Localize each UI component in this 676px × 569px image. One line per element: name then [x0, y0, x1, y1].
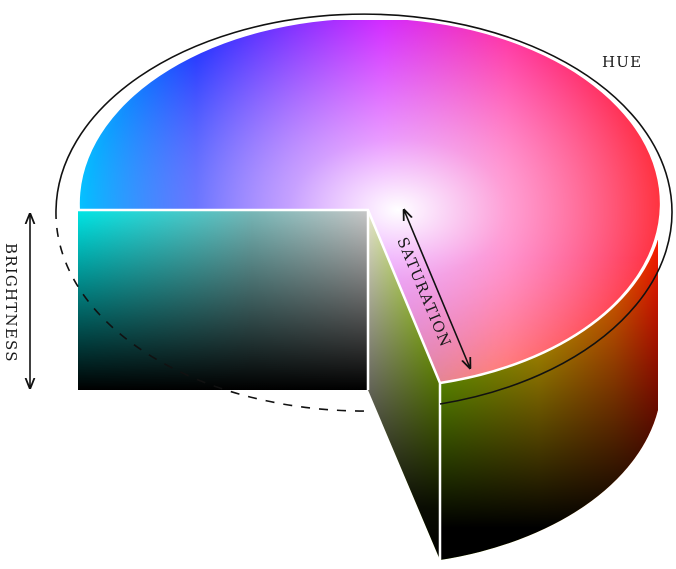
brightness-label: BRIGHTNESS — [2, 243, 20, 363]
rectangular-cut-face — [78, 210, 368, 390]
hue-label: HUE — [602, 53, 642, 71]
